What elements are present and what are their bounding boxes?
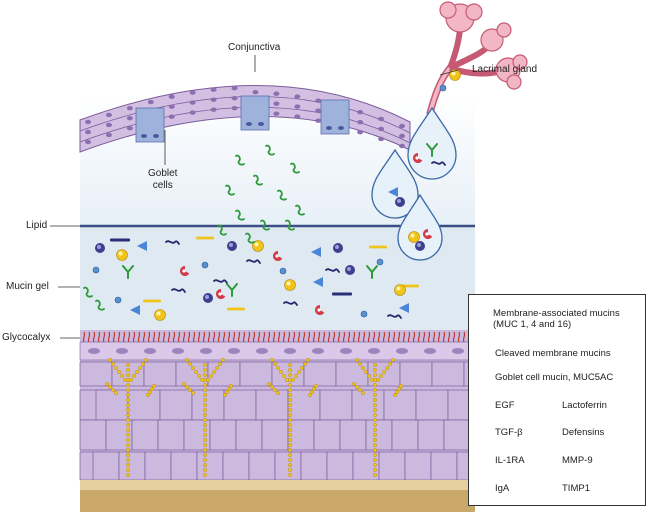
label-lipid: Lipid <box>26 220 48 231</box>
label-goblet-cells: Goblet cells <box>148 168 178 191</box>
legend-mmp9: MMP-9 <box>562 455 593 466</box>
legend-cleaved-mucins: Cleaved membrane mucins <box>495 348 611 359</box>
label-mucin-gel: Mucin gel <box>6 281 49 292</box>
tear-drops <box>371 106 457 261</box>
legend-lactoferrin: Lactoferrin <box>562 400 607 411</box>
label-glycocalyx: Glycocalyx <box>2 332 51 343</box>
legend-membrane-mucins: Membrane-associated mucins (MUC 1, 4 and… <box>493 308 620 331</box>
lacrimal-gland <box>426 1 528 117</box>
legend-il1ra: IL-1RA <box>495 455 525 466</box>
label-lacrimal-gland: Lacrimal gland <box>472 64 538 75</box>
conjunctiva-tissue <box>79 85 411 153</box>
legend-defensins: Defensins <box>562 427 605 438</box>
legend-goblet-mucin: Goblet cell mucin, MUC5AC <box>495 372 614 383</box>
legend-timp1: TIMP1 <box>562 483 590 494</box>
il1ra-molecule <box>439 84 447 92</box>
corneal-epithelium <box>79 330 492 512</box>
legend-egf: EGF <box>495 400 515 411</box>
legend-tgf: TGF-β <box>495 427 523 438</box>
legend-iga: IgA <box>495 483 510 494</box>
legend-box <box>468 294 646 506</box>
label-conjunctiva: Conjunctiva <box>228 42 281 53</box>
